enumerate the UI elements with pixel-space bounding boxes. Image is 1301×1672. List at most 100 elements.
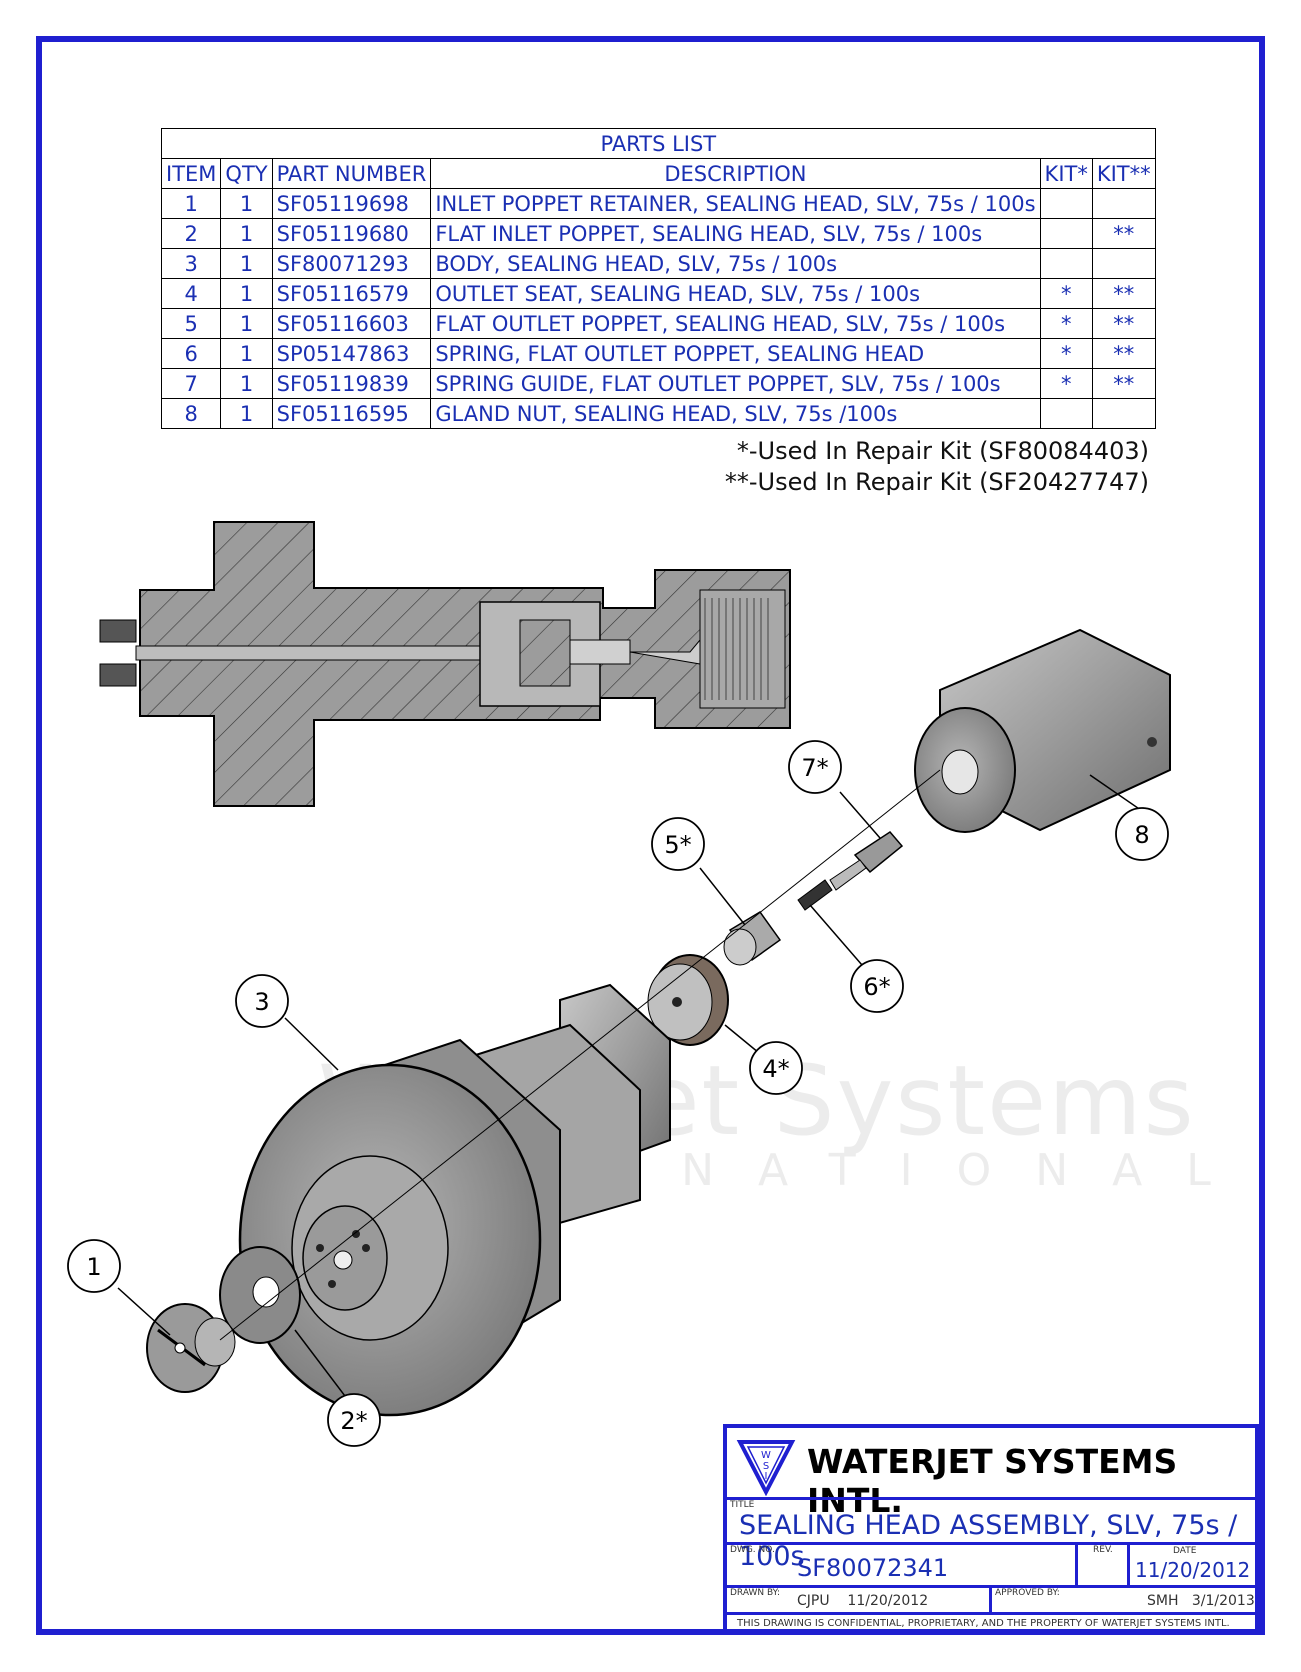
cell-qty: 1 bbox=[220, 308, 273, 339]
dwg-no-label: DWG. NO. bbox=[730, 1545, 775, 1555]
approved-by: SMH 3/1/2013 bbox=[1147, 1593, 1255, 1609]
cell-description: OUTLET SEAT, SEALING HEAD, SLV, 75s / 10… bbox=[430, 278, 1041, 309]
cell-qty: 1 bbox=[220, 338, 273, 369]
drawn-by-name: CJPU bbox=[797, 1593, 830, 1609]
approved-by-name: SMH bbox=[1147, 1593, 1179, 1609]
assembly-drawing: 1 2* 3 4* 5* 6* 7* 8 bbox=[67, 521, 1171, 1447]
callout-8: 8 bbox=[1115, 807, 1169, 861]
drawn-by: CJPU 11/20/2012 bbox=[797, 1593, 928, 1609]
cell-part-number: SF05116603 bbox=[271, 308, 432, 339]
callout-6: 6* bbox=[850, 959, 904, 1013]
drawing-number: SF80072341 bbox=[797, 1554, 949, 1582]
inlet-retainer-part bbox=[146, 1303, 236, 1393]
parts-list-table: PARTS LIST ITEM QTY PART NUMBER DESCRIPT… bbox=[160, 128, 1156, 429]
cell-item: 5 bbox=[160, 308, 222, 339]
exploded-view bbox=[146, 628, 1171, 1417]
cell-kit1: * bbox=[1039, 308, 1093, 339]
confidential-notice: THIS DRAWING IS CONFIDENTIAL, PROPRIETAR… bbox=[737, 1618, 1230, 1629]
outlet-poppet-part bbox=[723, 911, 782, 966]
parts-list-title: PARTS LIST bbox=[161, 128, 1156, 159]
kit2-note: **-Used In Repair Kit (SF20427747) bbox=[724, 468, 1149, 496]
cell-description: SPRING GUIDE, FLAT OUTLET POPPET, SLV, 7… bbox=[430, 368, 1041, 399]
cell-part-number: SF05119680 bbox=[271, 218, 432, 249]
cell-kit1 bbox=[1039, 218, 1093, 249]
cell-kit2: ** bbox=[1091, 368, 1156, 399]
cross-section-view bbox=[99, 521, 791, 807]
cell-kit1 bbox=[1039, 398, 1093, 429]
cell-item: 2 bbox=[160, 218, 222, 249]
callout-5: 5* bbox=[651, 817, 705, 871]
callout-1: 1 bbox=[67, 1239, 121, 1293]
callout-label: 5* bbox=[664, 831, 691, 859]
drawn-by-date: 11/20/2012 bbox=[847, 1593, 929, 1609]
cell-item: 7 bbox=[160, 368, 222, 399]
cell-kit2 bbox=[1091, 188, 1156, 219]
cell-kit2: ** bbox=[1091, 218, 1156, 249]
cell-part-number: SP05147863 bbox=[271, 338, 432, 369]
cell-description: SPRING, FLAT OUTLET POPPET, SEALING HEAD bbox=[430, 338, 1041, 369]
drawing-date: 11/20/2012 bbox=[1135, 1558, 1251, 1582]
title-block: W S I WATERJET SYSTEMS INTL. TITLE SEALI… bbox=[723, 1424, 1259, 1633]
callout-label: 6* bbox=[863, 973, 890, 1001]
cell-qty: 1 bbox=[220, 278, 273, 309]
callout-label: 3 bbox=[254, 988, 269, 1016]
company-logo: W S I bbox=[736, 1440, 796, 1496]
cell-part-number: SF05119698 bbox=[271, 188, 432, 219]
cell-item: 6 bbox=[160, 338, 222, 369]
callout-label: 8 bbox=[1134, 821, 1149, 849]
callout-4: 4* bbox=[749, 1041, 803, 1095]
cell-description: FLAT INLET POPPET, SEALING HEAD, SLV, 75… bbox=[430, 218, 1041, 249]
cell-kit1 bbox=[1039, 248, 1093, 279]
callout-7: 7* bbox=[788, 740, 842, 794]
cell-qty: 1 bbox=[220, 188, 273, 219]
rev-label: REV. bbox=[1093, 1545, 1113, 1555]
cell-kit1: * bbox=[1039, 368, 1093, 399]
title-label: TITLE bbox=[730, 1500, 755, 1510]
logo-letter-s: S bbox=[763, 1461, 769, 1472]
cell-qty: 1 bbox=[220, 248, 273, 279]
spring-part bbox=[797, 879, 833, 911]
header-qty: QTY bbox=[220, 158, 273, 189]
cell-description: GLAND NUT, SEALING HEAD, SLV, 75s /100s bbox=[430, 398, 1041, 429]
header-part-number: PART NUMBER bbox=[271, 158, 432, 189]
body-part bbox=[238, 983, 671, 1417]
cell-qty: 1 bbox=[220, 368, 273, 399]
header-kit2: KIT** bbox=[1091, 158, 1156, 189]
approved-by-label: APPROVED BY: bbox=[995, 1588, 1060, 1598]
callout-label: 4* bbox=[762, 1055, 789, 1083]
cell-kit2 bbox=[1091, 248, 1156, 279]
company-name: WATERJET SYSTEMS INTL. bbox=[807, 1442, 1178, 1520]
callout-label: 1 bbox=[86, 1253, 101, 1281]
logo-letter-w: W bbox=[761, 1450, 771, 1461]
leader-lines bbox=[117, 774, 1149, 1401]
cell-qty: 1 bbox=[220, 218, 273, 249]
cell-part-number: SF05116595 bbox=[271, 398, 432, 429]
spring-guide-part bbox=[829, 831, 904, 891]
cell-kit2 bbox=[1091, 398, 1156, 429]
cell-description: INLET POPPET RETAINER, SEALING HEAD, SLV… bbox=[430, 188, 1041, 219]
cell-item: 1 bbox=[160, 188, 222, 219]
cell-item: 3 bbox=[160, 248, 222, 279]
callout-label: 2* bbox=[340, 1407, 367, 1435]
cell-kit1 bbox=[1039, 188, 1093, 219]
cell-part-number: SF05116579 bbox=[271, 278, 432, 309]
header-kit1: KIT* bbox=[1039, 158, 1093, 189]
cell-item: 8 bbox=[160, 398, 222, 429]
drawing-frame bbox=[36, 36, 1265, 1635]
kit1-note: *-Used In Repair Kit (SF80084403) bbox=[736, 437, 1149, 465]
callout-2: 2* bbox=[327, 1393, 381, 1447]
gland-nut-part bbox=[914, 628, 1171, 833]
drawn-by-label: DRAWN BY: bbox=[730, 1588, 780, 1598]
cell-kit1: * bbox=[1039, 278, 1093, 309]
date-label: DATE bbox=[1173, 1546, 1197, 1556]
header-description: DESCRIPTION bbox=[430, 158, 1041, 189]
outlet-seat-part bbox=[647, 954, 729, 1046]
cell-qty: 1 bbox=[220, 398, 273, 429]
cell-kit2: ** bbox=[1091, 308, 1156, 339]
inlet-poppet-part bbox=[219, 1246, 301, 1344]
